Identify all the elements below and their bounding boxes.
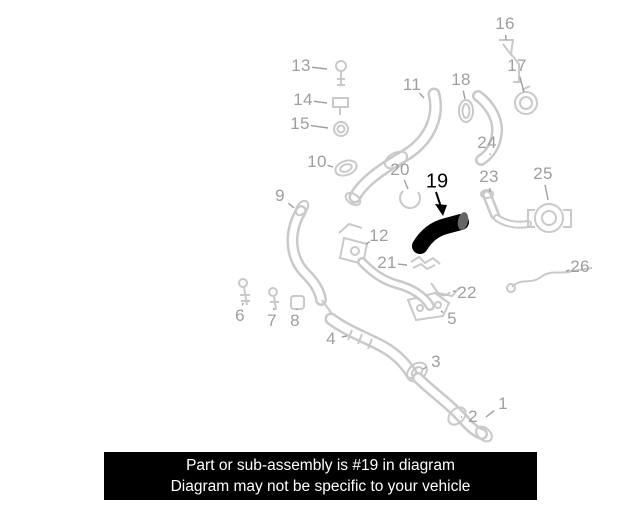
- leader-line-6: [241, 302, 244, 306]
- part-label-17: 17: [507, 56, 527, 75]
- part-label-14: 14: [293, 90, 313, 109]
- part-label-20: 20: [390, 160, 410, 179]
- fitting-14: [332, 97, 349, 115]
- leader-line-20: [403, 179, 409, 190]
- part-label-13: 13: [291, 56, 311, 75]
- part-label-12: 12: [369, 226, 389, 245]
- pipe-23-25: [493, 214, 532, 229]
- part-label-24: 24: [477, 133, 497, 152]
- part-label-23: 23: [479, 167, 499, 186]
- part-label-16: 16: [495, 14, 515, 33]
- part-label-4: 4: [326, 329, 336, 348]
- part-label-26: 26: [570, 257, 590, 276]
- pipe-23: [480, 189, 500, 220]
- hose-1: [412, 372, 493, 443]
- bracket-5: [406, 291, 451, 322]
- part-label-1: 1: [498, 394, 508, 413]
- bolt-7: [268, 287, 279, 311]
- banner-line-2: Diagram may not be specific to your vehi…: [170, 477, 471, 495]
- part-label-5: 5: [447, 309, 457, 328]
- leader-line-1: [485, 410, 495, 418]
- arrow-19: [435, 191, 447, 216]
- banner-line-1: Part or sub-assembly is #19 in diagram: [186, 457, 455, 475]
- bolt-13: [335, 60, 347, 86]
- leader-line-14: [313, 100, 328, 104]
- leader-line-15: [310, 124, 329, 129]
- hose-11: [344, 87, 442, 206]
- highlight-label-19: 19: [425, 170, 449, 193]
- leader-line-21: [397, 263, 408, 266]
- leader-line-11: [418, 92, 425, 99]
- leader-line-12: [365, 241, 370, 245]
- part-label-3: 3: [431, 352, 441, 371]
- leader-line-18: [462, 90, 466, 100]
- hose-24: [472, 90, 504, 166]
- clamp-18: [458, 99, 474, 123]
- leader-line-4: [341, 335, 348, 338]
- leader-line-10: [327, 164, 334, 168]
- rod-26: [506, 267, 593, 293]
- leader-line-25: [544, 184, 549, 201]
- leader-line-3: [422, 366, 427, 370]
- grommet-8: [290, 295, 305, 310]
- part-label-7: 7: [267, 311, 277, 330]
- clamp-10: [334, 159, 358, 177]
- part-label-18: 18: [451, 70, 471, 89]
- bracket-21: [410, 255, 441, 271]
- leader-line-17: [519, 76, 525, 93]
- clamp-17: [514, 85, 538, 115]
- highlighted-part-19: [412, 212, 469, 254]
- hose-4: [321, 299, 418, 380]
- bracket-16: [499, 39, 521, 83]
- leader-line-9: [287, 202, 295, 209]
- leader-line-5: [440, 310, 444, 314]
- pipe-middle: [357, 257, 435, 311]
- part-label-25: 25: [533, 164, 553, 183]
- leader-line-26: [565, 269, 570, 272]
- bolt-6: [238, 278, 250, 306]
- part-label-21: 21: [377, 253, 397, 272]
- part-label-8: 8: [290, 311, 300, 330]
- part-label-11: 11: [402, 75, 422, 94]
- part-label-10: 10: [307, 152, 327, 171]
- clamp-20: [399, 190, 422, 210]
- info-banner: Part or sub-assembly is #19 in diagram D…: [104, 452, 537, 500]
- part-label-22: 22: [457, 283, 477, 302]
- part-label-15: 15: [290, 114, 310, 133]
- part-label-9: 9: [275, 186, 285, 205]
- unit-25: [527, 203, 572, 233]
- part-label-2: 2: [468, 407, 478, 426]
- clamp-15: [333, 121, 349, 137]
- part-label-6: 6: [235, 306, 245, 325]
- hose-9: [286, 199, 327, 306]
- leader-line-13: [311, 66, 328, 70]
